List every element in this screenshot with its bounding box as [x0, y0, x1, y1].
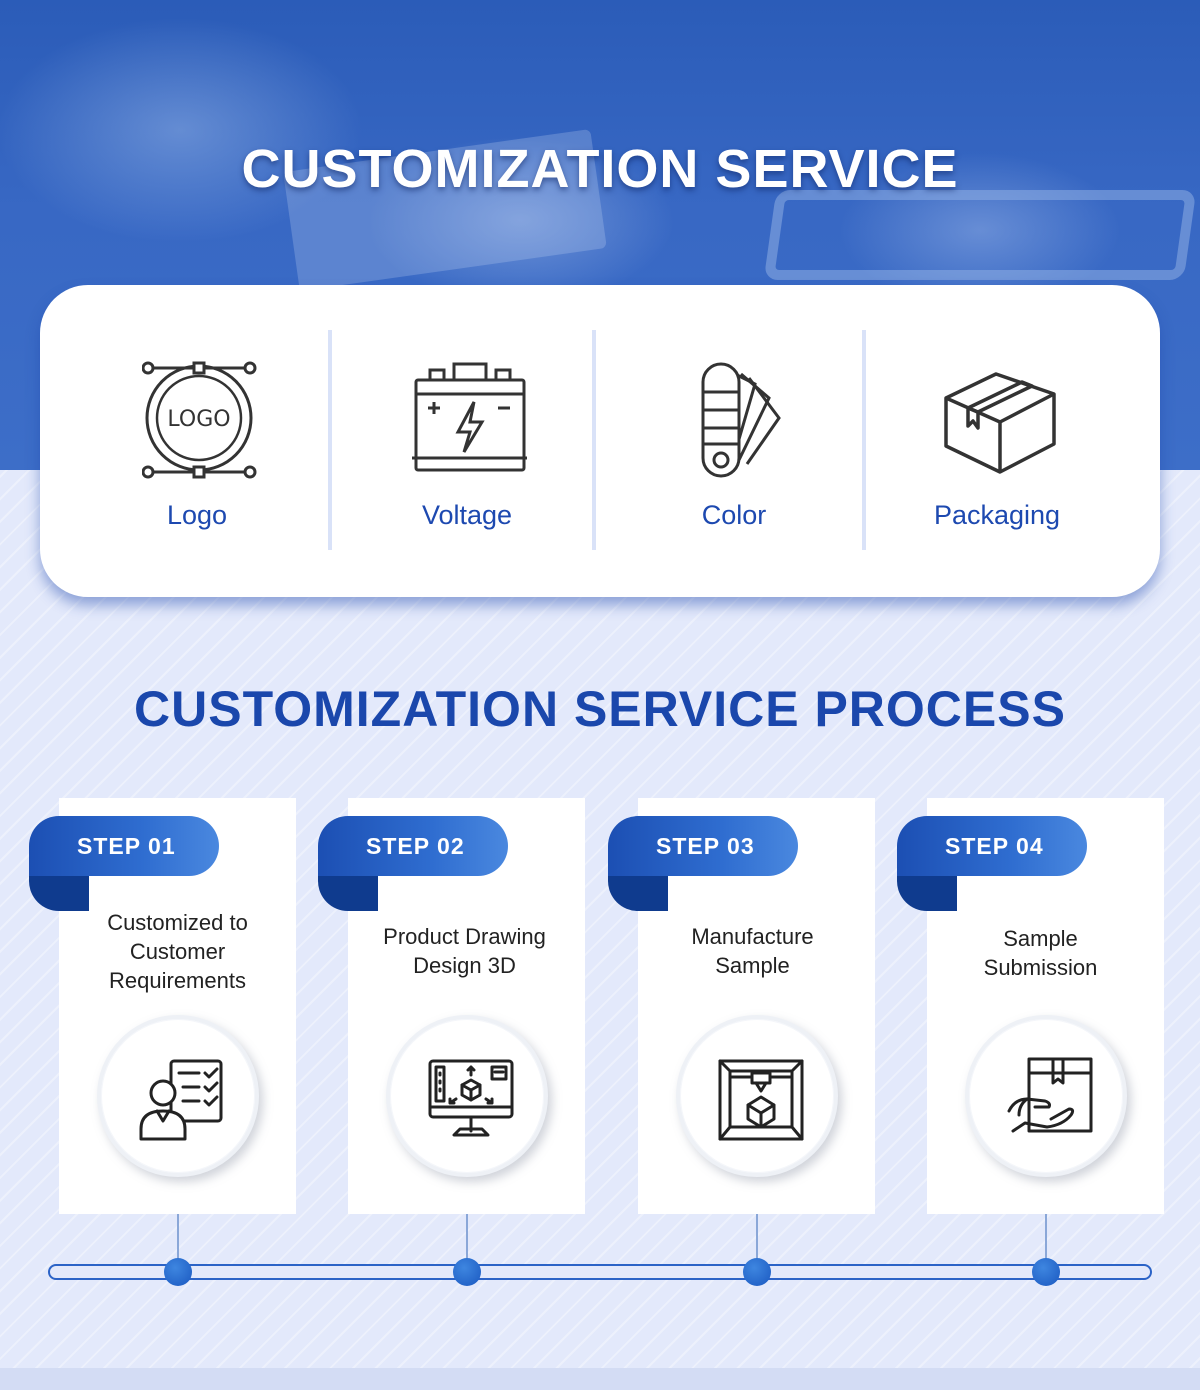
option-divider	[592, 330, 596, 550]
package-box-icon	[942, 360, 1057, 480]
page-title: CUSTOMIZATION SERVICE	[241, 139, 959, 199]
step-icon-circle	[386, 1015, 548, 1177]
timeline-connector	[756, 1214, 758, 1272]
process-title: CUSTOMIZATION SERVICE PROCESS	[134, 681, 1066, 737]
customer-checklist-icon	[139, 1059, 223, 1141]
timeline-connector	[466, 1214, 468, 1272]
step-badge: STEP 01	[29, 816, 219, 876]
logo-vector-icon: LOGO	[141, 360, 257, 480]
step-text: Manufacture Sample	[691, 924, 814, 978]
option-label: Packaging	[933, 500, 1061, 530]
option-label: Logo	[166, 500, 228, 530]
option-logo[interactable]: LOGO Logo	[67, 330, 327, 550]
timeline-connector	[1045, 1214, 1047, 1272]
step-badge: STEP 02	[318, 816, 508, 876]
timeline-dot	[164, 1258, 192, 1286]
customization-options-card: LOGO Logo Voltage	[40, 285, 1160, 597]
process-timeline	[48, 1264, 1152, 1280]
option-color[interactable]: Color	[604, 330, 864, 550]
hero-background-tablet	[763, 190, 1197, 280]
step-icon-circle	[676, 1015, 838, 1177]
svg-text:LOGO: LOGO	[167, 407, 230, 432]
box-handover-icon	[1007, 1057, 1093, 1133]
timeline-dot	[743, 1258, 771, 1286]
option-voltage[interactable]: Voltage	[337, 330, 597, 550]
color-swatch-icon	[679, 360, 794, 480]
step-text: Customized to Customer Requirements	[107, 910, 248, 993]
option-divider	[328, 330, 332, 550]
footer-band	[0, 1368, 1200, 1390]
timeline-connector	[177, 1214, 179, 1272]
option-divider	[862, 330, 866, 550]
step-badge: STEP 03	[608, 816, 798, 876]
step-icon-circle	[97, 1015, 259, 1177]
3d-design-monitor-icon	[428, 1059, 514, 1137]
timeline-dot	[453, 1258, 481, 1286]
step-badge: STEP 04	[897, 816, 1087, 876]
option-label: Voltage	[421, 500, 513, 530]
option-label: Color	[701, 500, 767, 530]
3d-printer-icon	[718, 1059, 804, 1141]
timeline-dot	[1032, 1258, 1060, 1286]
step-icon-circle	[965, 1015, 1127, 1177]
battery-voltage-icon	[412, 360, 527, 480]
step-text: Product Drawing Design 3D	[383, 924, 546, 978]
option-packaging[interactable]: Packaging	[867, 330, 1127, 550]
step-text: Sample Submission	[983, 926, 1098, 980]
